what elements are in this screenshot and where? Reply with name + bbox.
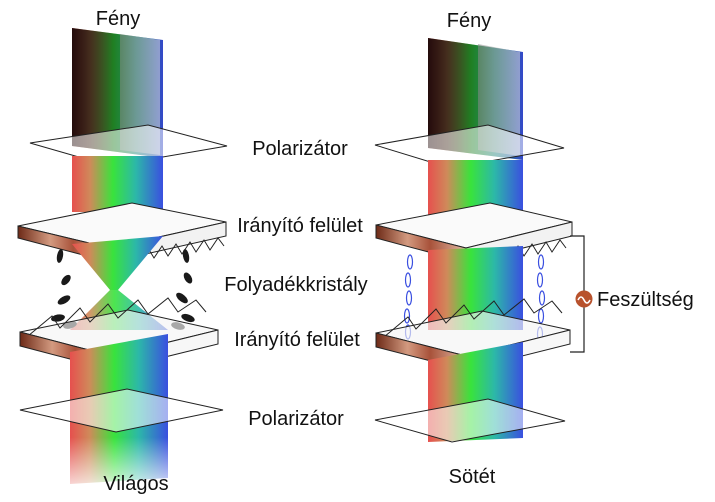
left-column xyxy=(17,28,228,484)
right-column xyxy=(374,38,593,443)
right-bottom-label: Sötét xyxy=(448,466,496,488)
left-polarizer-bottom xyxy=(19,388,224,433)
alignment-bottom-label: Irányító felület xyxy=(234,329,360,351)
liquid-crystal-label: Folyadékkristály xyxy=(224,274,368,296)
polarizer-top-label: Polarizátor xyxy=(252,138,348,160)
left-light-wave-top xyxy=(72,28,163,158)
voltage-label: Feszültség xyxy=(597,289,694,311)
right-top-label: Fény xyxy=(446,10,492,32)
left-light-mid xyxy=(72,156,163,212)
right-polarizer-bottom xyxy=(374,398,566,443)
alignment-top-label: Irányító felület xyxy=(237,215,363,237)
polarizer-bottom-label: Polarizátor xyxy=(248,408,344,430)
ac-voltage-icon xyxy=(575,290,593,308)
right-polarizer-top xyxy=(374,124,565,169)
left-bottom-label: Világos xyxy=(103,473,169,495)
left-light-twist xyxy=(72,236,163,290)
right-light-mid xyxy=(428,160,523,215)
left-top-label: Fény xyxy=(95,8,141,30)
